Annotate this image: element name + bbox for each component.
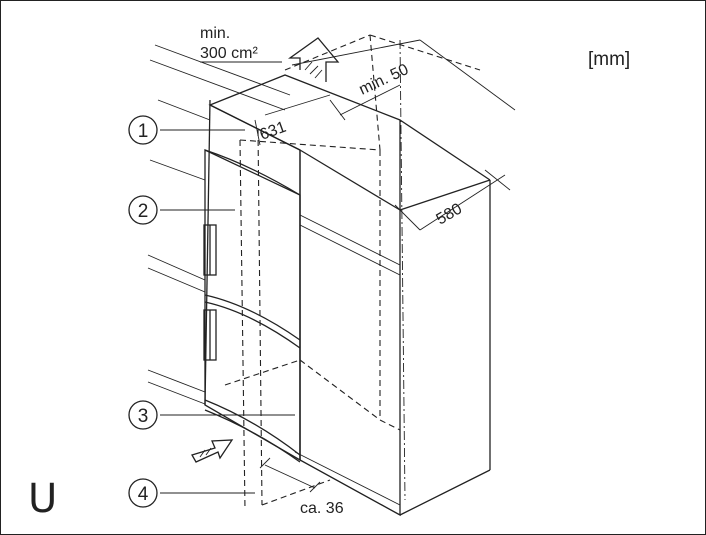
callout-3: 3	[128, 400, 158, 430]
niche-outline	[224, 34, 481, 511]
fridge-doors	[203, 99, 301, 463]
variant-label: U	[28, 476, 57, 522]
svg-text:1: 1	[138, 121, 149, 142]
label-area: 300 cm²	[200, 45, 258, 62]
callout-1: 1	[128, 115, 158, 145]
vent-arrow-icon	[287, 37, 340, 82]
air-inlet-arrow-icon	[191, 439, 234, 463]
wall-lines	[147, 44, 291, 405]
label-min: min.	[200, 25, 230, 42]
unit-label: [mm]	[588, 49, 630, 70]
label-580: 580	[434, 200, 466, 228]
label-ca-36: ca. 36	[300, 500, 344, 517]
svg-text:3: 3	[138, 406, 149, 427]
svg-text:4: 4	[138, 484, 149, 505]
callout-2: 2	[128, 195, 158, 225]
dimension-lines	[254, 39, 516, 493]
label-631: 631	[258, 119, 289, 144]
callout-4: 4	[128, 478, 158, 508]
svg-text:2: 2	[138, 201, 149, 222]
callout-leaders	[160, 129, 295, 494]
